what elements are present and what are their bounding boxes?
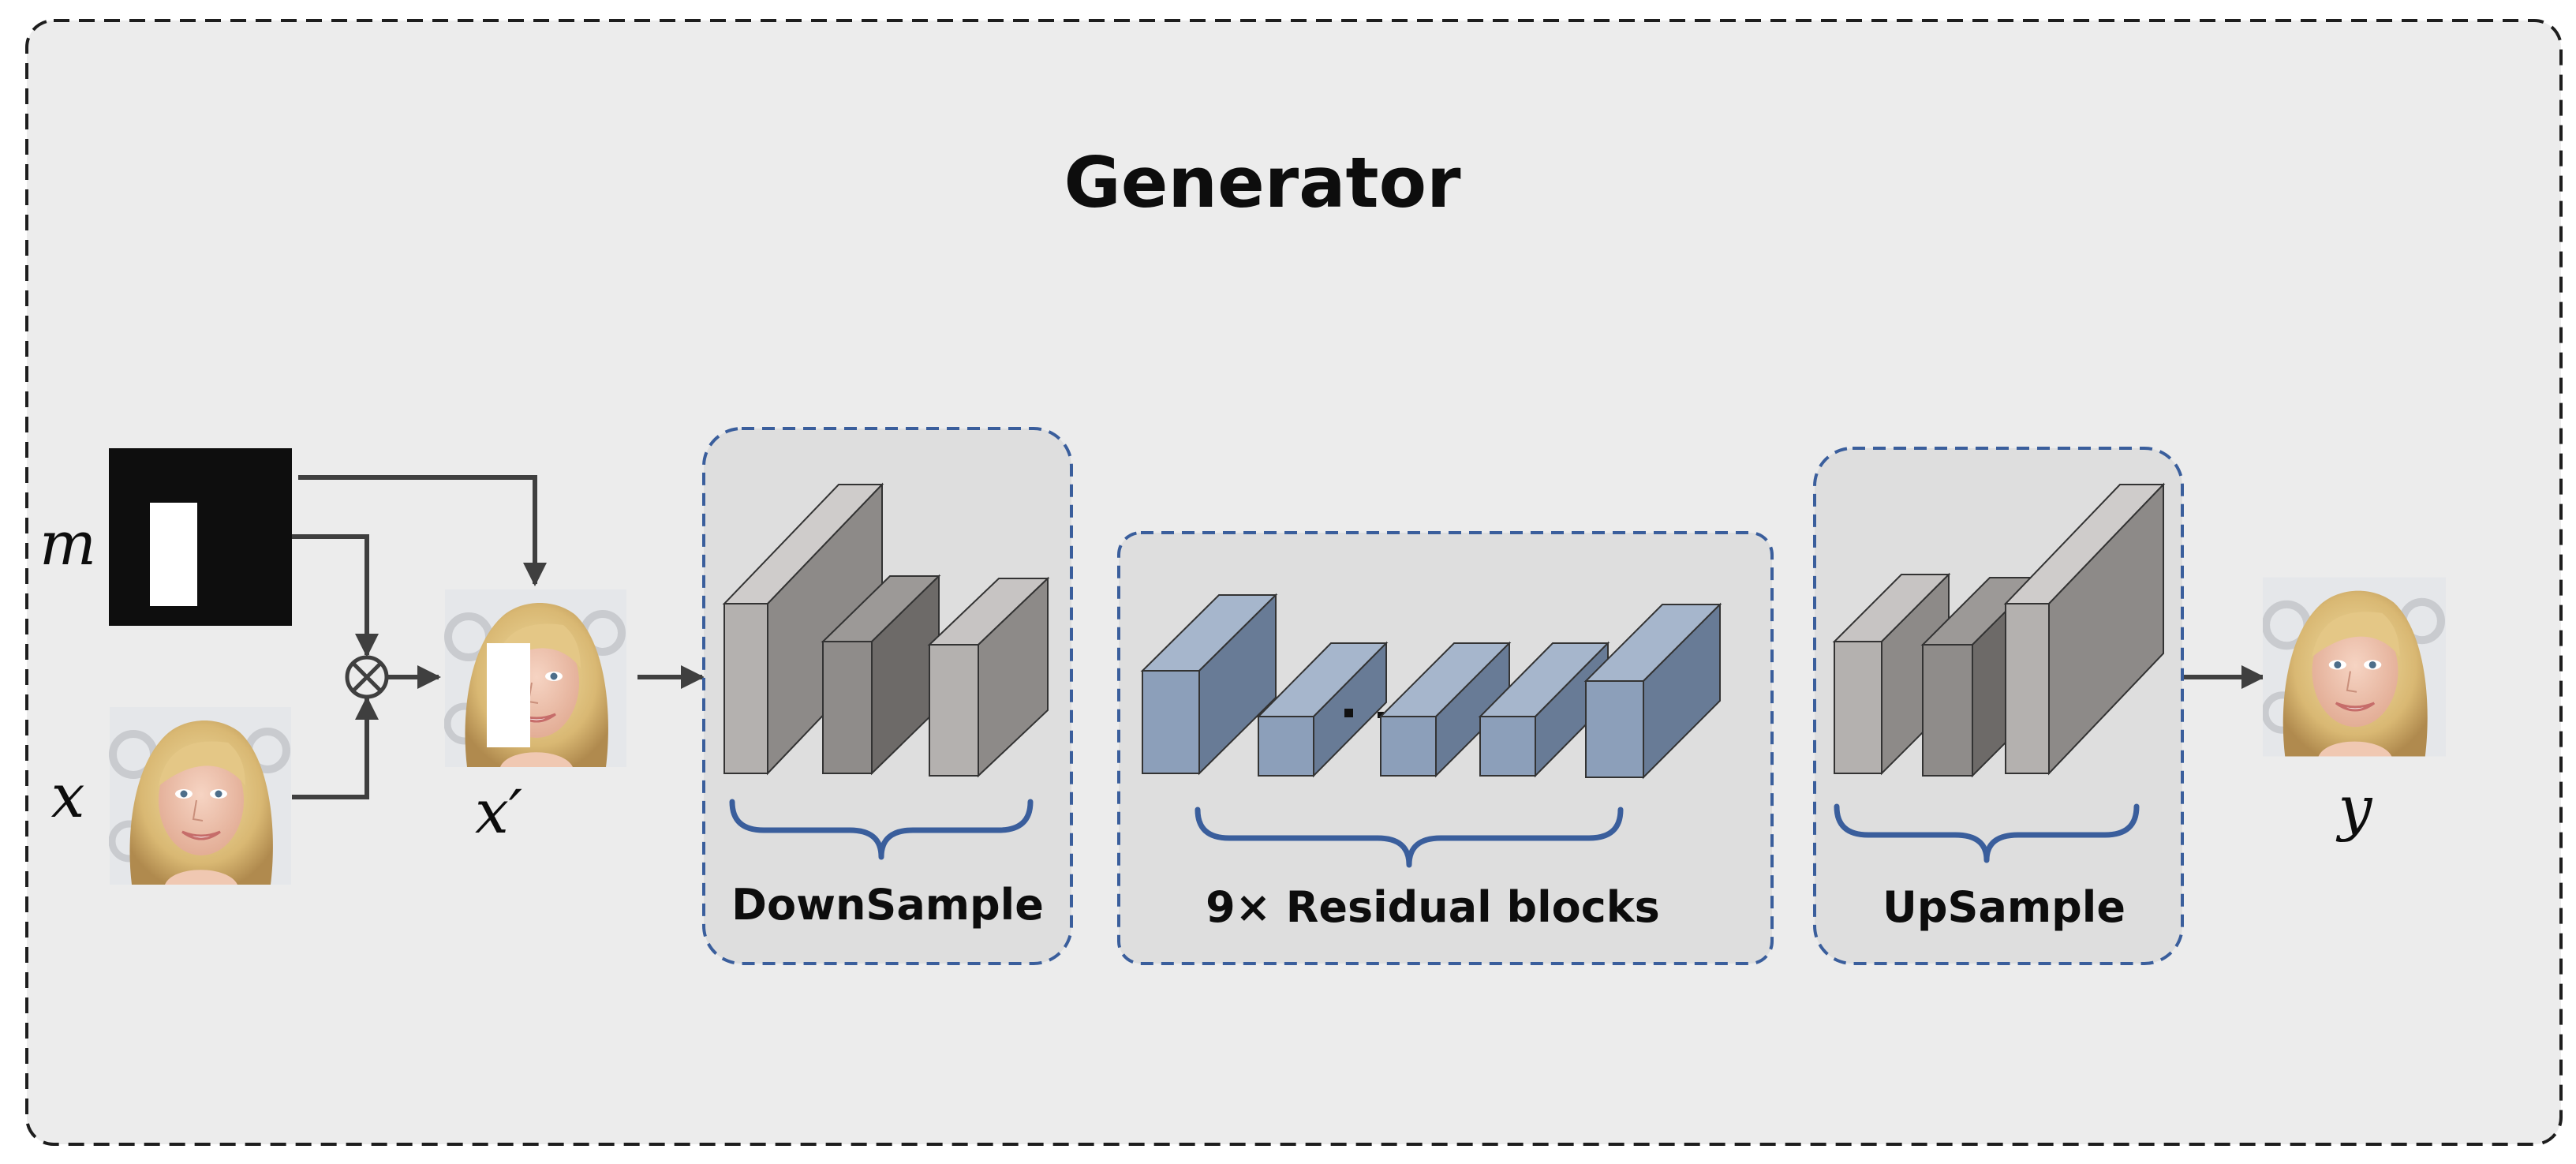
downsample-brace (729, 799, 1034, 860)
residual-ellipsis-dots (1344, 709, 1384, 718)
mask-to-multiply-arrow (292, 534, 379, 657)
upsample-brace (1834, 803, 2140, 863)
downsample-block-2 (821, 574, 941, 776)
downsample-module: DownSample (702, 427, 1073, 965)
upsample-block-1 (1832, 572, 1951, 776)
mask-to-masked-arrow (298, 475, 547, 586)
multiply-operator-icon (345, 655, 389, 699)
input-image-label: x (51, 761, 85, 831)
masked-face-image (445, 589, 626, 767)
upsample-module: UpSample (1813, 447, 2184, 965)
residual-block-5 (1583, 602, 1722, 780)
downsample-block-3 (927, 576, 1050, 778)
upsample-label: UpSample (1882, 882, 2125, 932)
mask-label: m (39, 508, 96, 578)
residual-block-1 (1140, 593, 1278, 776)
mask-image (109, 448, 292, 626)
residual-module: 9× Residual blocks (1117, 531, 1774, 965)
residual-brace (1195, 807, 1624, 868)
residual-label: 9× Residual blocks (1206, 882, 1660, 932)
residual-block-3 (1378, 641, 1512, 778)
input-face-image (110, 707, 291, 885)
diagram-title: Generator (1064, 142, 1462, 223)
output-label: y (2336, 773, 2373, 843)
downsample-block-1 (722, 482, 884, 776)
downsample-label: DownSample (731, 880, 1044, 930)
output-face-image (2263, 578, 2446, 757)
upsample-block-3 (2003, 482, 2166, 776)
image-to-multiply-arrow (292, 696, 379, 799)
masked-image-label: x′ (475, 777, 522, 847)
